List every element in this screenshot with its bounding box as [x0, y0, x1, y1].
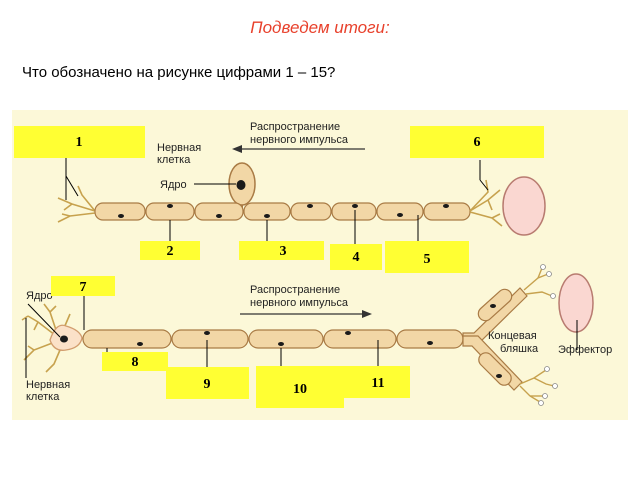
terminal-buttons — [538, 264, 558, 406]
top-axon — [94, 202, 471, 221]
nerve-cell-label-top-2: клетка — [157, 154, 191, 166]
end-plate-nuclei — [490, 304, 502, 378]
number-box-10[interactable]: 10 — [256, 366, 344, 408]
number-box-9[interactable]: 9 — [166, 367, 249, 399]
number-box-3[interactable]: 3 — [239, 241, 324, 260]
svg-text:5: 5 — [424, 252, 431, 267]
propagation-label-top-2: нервного импульса — [250, 134, 349, 146]
effector-label: Эффектор — [558, 344, 612, 356]
slide-title: Подведем итоги: — [250, 18, 390, 37]
number-box-2[interactable]: 2 — [140, 241, 200, 260]
svg-text:8: 8 — [132, 355, 139, 370]
svg-text:7: 7 — [80, 280, 87, 295]
nerve-cell-label-bottom-1: Нервная — [26, 379, 70, 391]
bottom-left-dendrites — [21, 303, 71, 373]
nucleus-label-top: Ядро — [160, 179, 187, 191]
nerve-cell-nucleus-top — [236, 180, 246, 190]
question-text: Что обозначено на рисунке цифрами 1 – 15… — [22, 64, 336, 81]
number-box-7[interactable]: 7 — [51, 276, 115, 296]
svg-text:4: 4 — [353, 250, 360, 265]
number-box-5[interactable]: 5 — [385, 241, 469, 273]
svg-text:3: 3 — [280, 244, 287, 259]
bottom-right-terminals — [519, 267, 555, 403]
propagation-label-top-1: Распространение — [250, 121, 340, 133]
end-plate-branches — [462, 287, 528, 391]
top-leader-lines — [65, 158, 489, 244]
propagation-arrowhead-bottom — [362, 310, 372, 318]
svg-text:6: 6 — [474, 135, 481, 150]
end-plate-label-2: бляшка — [500, 343, 539, 355]
svg-text:2: 2 — [167, 244, 174, 259]
bottom-axon-nuclei — [137, 331, 433, 346]
top-left-dendrites — [57, 185, 96, 223]
top-right-terminals — [469, 179, 503, 227]
top-axon-nuclei — [118, 204, 449, 218]
number-box-8[interactable]: 8 — [102, 352, 168, 371]
effector-bottom — [558, 273, 594, 333]
bottom-axon — [82, 329, 464, 349]
nerve-cell-nucleus-bottom — [60, 335, 68, 343]
propagation-label-bottom-2: нервного импульса — [250, 297, 349, 309]
number-box-1[interactable]: 1 — [14, 126, 145, 158]
svg-text:9: 9 — [204, 377, 211, 392]
propagation-label-bottom-1: Распространение — [250, 284, 340, 296]
number-box-6[interactable]: 6 — [410, 126, 544, 158]
nerve-cell-label-bottom-2: клетка — [26, 391, 60, 403]
svg-text:11: 11 — [371, 376, 384, 391]
nerve-cell-label-top-1: Нервная — [157, 142, 201, 154]
propagation-arrowhead-top — [232, 145, 242, 153]
svg-text:1: 1 — [76, 135, 83, 150]
nucleus-label-bottom: Ядро — [26, 290, 53, 302]
svg-text:10: 10 — [293, 382, 307, 397]
effector-top — [502, 176, 546, 236]
bottom-leader-lines — [25, 296, 578, 378]
number-box-4[interactable]: 4 — [330, 244, 382, 270]
end-plate-label-1: Концевая — [488, 330, 537, 342]
